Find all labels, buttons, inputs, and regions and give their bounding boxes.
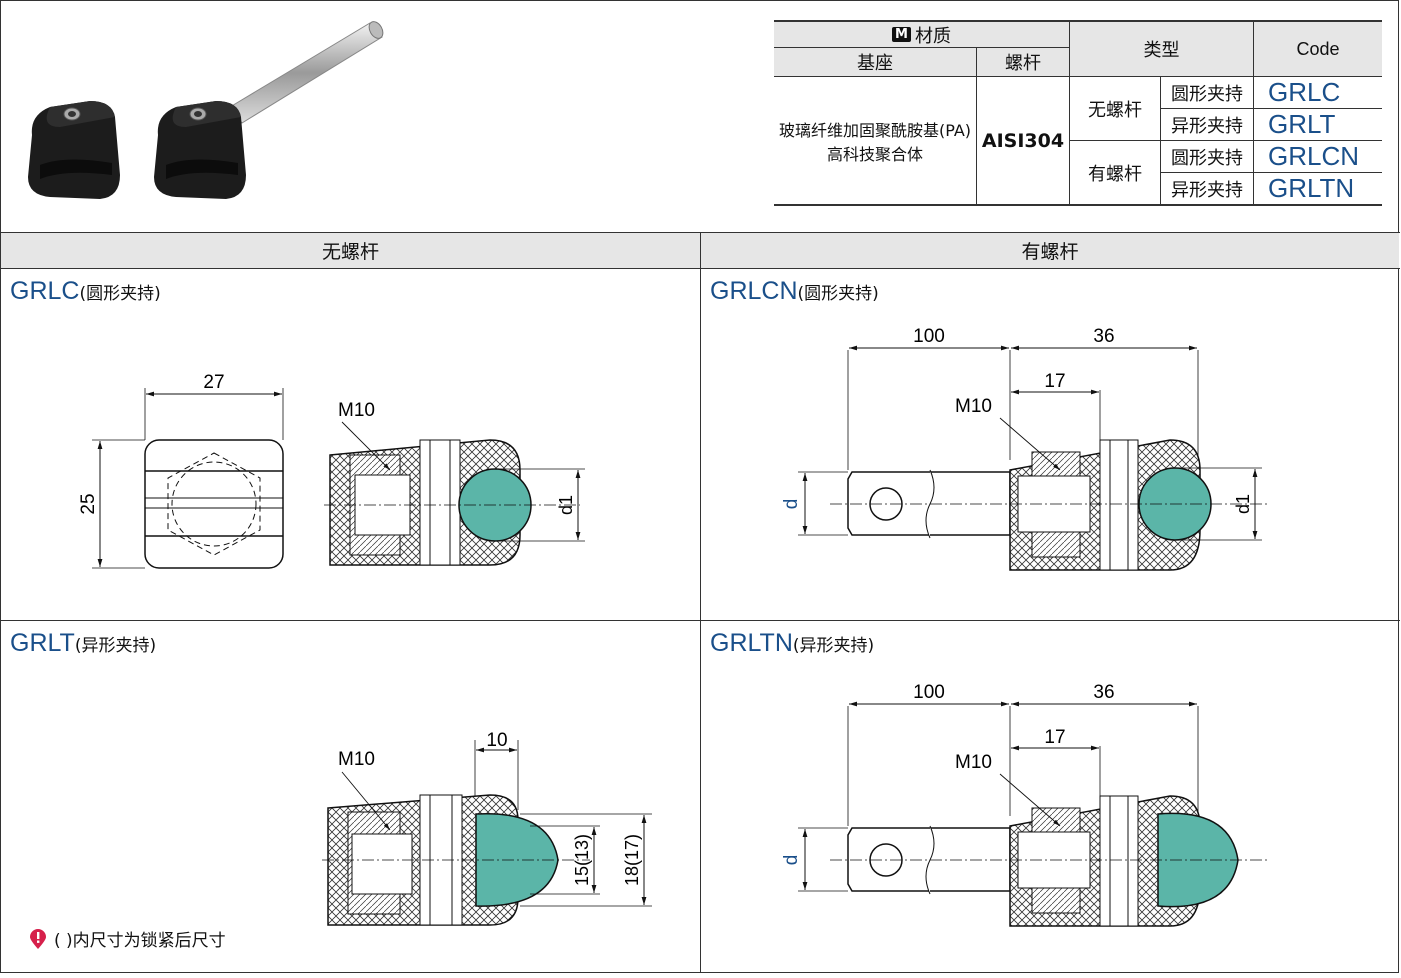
- grlcn-drawing: 100 36 17 d1 d M10: [781, 326, 1270, 571]
- dim-width-27: 27: [203, 372, 224, 393]
- dim-d1: d1: [556, 495, 576, 515]
- type-header: 类型: [1070, 22, 1253, 76]
- product-photo: [28, 21, 384, 199]
- code-header: Code: [1254, 22, 1382, 76]
- base-material-line2: 高科技聚合体: [826, 144, 923, 164]
- base-material: 玻璃纤维加固聚酰胺基(PA) 高科技聚合体: [774, 77, 976, 204]
- knob-without-screw: [28, 101, 120, 199]
- knob-with-screw: [154, 101, 246, 199]
- footnote-text: ( )内尺寸为锁紧后尺寸: [54, 931, 226, 951]
- grip-type-3: 圆形夹持: [1171, 147, 1243, 169]
- no-screw-label: 无螺杆: [1088, 99, 1142, 121]
- grip-type-1: 圆形夹持: [1171, 83, 1243, 105]
- code-grltn: GRLTN: [1268, 173, 1355, 203]
- warning-pin-icon: [30, 928, 46, 949]
- code-grlt: GRLT: [1268, 109, 1336, 139]
- panel-title-grlcn: GRLCN(圆形夹持): [710, 277, 879, 306]
- dim-jaw-15: 15(13): [572, 834, 592, 886]
- code-grlcn: GRLCN: [1268, 141, 1360, 171]
- base-header: 基座: [774, 48, 976, 76]
- dim-d-grlcn: d: [781, 499, 802, 510]
- grip-type-2: 异形夹持: [1171, 115, 1243, 137]
- column-header-with-screw: 有螺杆: [701, 233, 1399, 268]
- material-header: M 材质: [774, 22, 1069, 47]
- panel-sub-grlt: (异形夹持): [74, 636, 157, 656]
- dim-height-25: 25: [78, 493, 99, 514]
- panel-sub-grlcn: (圆形夹持): [797, 284, 879, 304]
- dim-d1-grlcn: d1: [1233, 494, 1253, 514]
- material-badge: M: [892, 27, 911, 42]
- panel-title-grltn: GRLTN(异形夹持): [710, 629, 874, 658]
- dim-jaw-10: 10: [486, 730, 507, 751]
- footnote: ( )内尺寸为锁紧后尺寸: [28, 926, 226, 951]
- grlt-drawing: 10 15(13) 18(17) M10: [322, 730, 652, 926]
- panel-code-grlt: GRLT: [10, 629, 75, 657]
- panel-title-grlt: GRLT(异形夹持): [10, 629, 156, 658]
- with-screw-label: 有螺杆: [1088, 163, 1142, 185]
- column-header-no-screw: 无螺杆: [1, 233, 700, 268]
- label-m10: M10: [338, 400, 375, 421]
- label-m10-grlt: M10: [338, 749, 375, 770]
- grip-type-4: 异形夹持: [1171, 179, 1243, 201]
- panel-sub-grltn: (异形夹持): [792, 636, 875, 656]
- dim-head-length-grltn: 36: [1093, 682, 1114, 703]
- dim-jaw-18: 18(17): [622, 834, 642, 886]
- screw-header: 螺杆: [977, 48, 1069, 76]
- grltn-drawing: 100 36 17 d M10: [781, 682, 1270, 927]
- material-label: 材质: [914, 25, 951, 47]
- screw-material: AISI304: [981, 129, 1065, 152]
- dim-head-length: 36: [1093, 326, 1114, 347]
- dim-offset-17: 17: [1044, 371, 1065, 392]
- panel-sub-grlc: (圆形夹持): [79, 284, 161, 304]
- dim-d-grltn: d: [781, 855, 802, 866]
- grlc-drawing: 27 25 d1 M10: [78, 372, 585, 569]
- base-material-line1: 玻璃纤维加固聚酰胺基(PA): [778, 120, 972, 140]
- dim-rod-length-grltn: 100: [913, 682, 945, 703]
- panel-code-grltn: GRLTN: [710, 629, 793, 657]
- dim-offset-17-grltn: 17: [1044, 727, 1065, 748]
- label-m10-grltn: M10: [955, 752, 992, 773]
- dim-rod-length: 100: [913, 326, 945, 347]
- panel-title-grlc: GRLC(圆形夹持): [10, 277, 161, 306]
- code-grlc: GRLC: [1268, 77, 1341, 107]
- panel-code-grlcn: GRLCN: [710, 277, 798, 305]
- label-m10-grlcn: M10: [955, 396, 992, 417]
- panel-code-grlc: GRLC: [10, 277, 80, 305]
